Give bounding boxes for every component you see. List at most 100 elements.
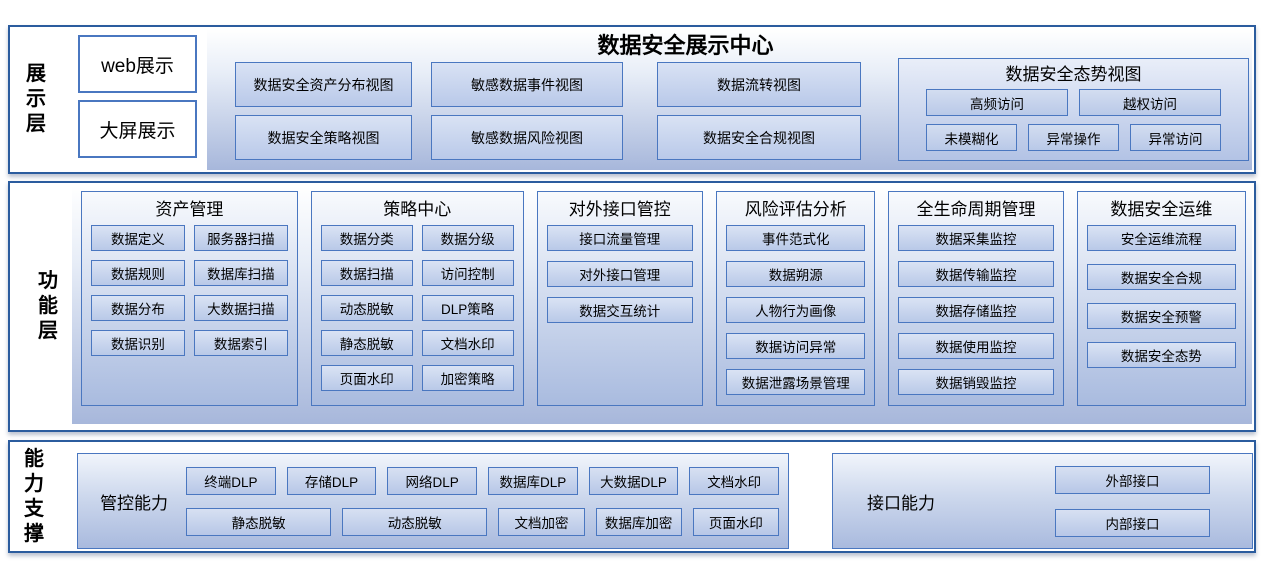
panel-security-operations: 数据安全运维 安全运维流程数据安全合规数据安全预警数据安全态势 xyxy=(1076,191,1246,406)
panel-risk-assessment: 风险评估分析 事件范式化数据朔源人物行为画像数据访问异常数据泄露场景管理 xyxy=(715,191,876,406)
display-layer-band: 展示层 web展示 大屏展示 数据安全展示中心 数据安全资产分布视图数据安全策略… xyxy=(8,25,1256,174)
view-box: 敏感数据事件视图 xyxy=(431,62,623,107)
function-box: 数据存储监控 xyxy=(898,297,1054,323)
situation-row-1: 高频访问越权访问 xyxy=(926,89,1221,116)
function-box: 接口流量管理 xyxy=(546,225,693,251)
function-panel: 资产管理 数据定义服务器扫描数据规则数据库扫描数据分布大数据扫描数据识别数据索引… xyxy=(72,186,1252,424)
function-box: 数据访问异常 xyxy=(725,333,866,359)
panel-title: 数据安全运维 xyxy=(1110,200,1213,219)
function-box: 服务器扫描 xyxy=(193,225,288,251)
view-box: 数据安全资产分布视图 xyxy=(235,62,412,107)
display-panel: 数据安全展示中心 数据安全资产分布视图数据安全策略视图 敏感数据事件视图敏感数据… xyxy=(207,29,1252,170)
function-box: 数据销毁监控 xyxy=(898,369,1054,395)
function-box: 页面水印 xyxy=(320,365,413,391)
situation-row-2: 未模糊化异常操作异常访问 xyxy=(926,124,1221,151)
view-box: 数据安全策略视图 xyxy=(235,115,412,160)
function-box: 数据规则 xyxy=(91,260,185,286)
panel-title: 资产管理 xyxy=(155,200,224,219)
function-box: 访问控制 xyxy=(421,260,514,286)
function-box: 数据泄露场景管理 xyxy=(725,369,866,395)
function-box: 数据库扫描 xyxy=(193,260,288,286)
panel-items: 接口流量管理对外接口管理数据交互统计 xyxy=(546,225,693,323)
interface-items: 外部接口内部接口 xyxy=(1055,465,1210,537)
function-box: 安全运维流程 xyxy=(1086,225,1236,251)
view-box: 敏感数据风险视图 xyxy=(431,115,623,160)
panel-external-interface-control: 对外接口管控 接口流量管理对外接口管理数据交互统计 xyxy=(536,191,703,406)
interface-capability-panel: 接口能力 外部接口内部接口 xyxy=(832,453,1253,549)
function-box: 数据识别 xyxy=(91,330,185,356)
situation-box: 异常访问 xyxy=(1130,124,1221,151)
page-title: 数据安全展示中心 xyxy=(597,33,774,58)
panel-lifecycle-management: 全生命周期管理 数据采集监控数据传输监控数据存储监控数据使用监控数据销毁监控 xyxy=(888,191,1064,406)
function-box: 数据朔源 xyxy=(725,261,866,287)
situation-panel: 数据安全态势视图 高频访问越权访问 未模糊化异常操作异常访问 xyxy=(898,58,1249,161)
function-box: 人物行为画像 xyxy=(725,297,866,323)
view-column-1: 数据安全资产分布视图数据安全策略视图 xyxy=(235,62,412,161)
interface-box: 外部接口 xyxy=(1055,465,1210,494)
capability-box: 大数据DLP xyxy=(588,466,679,495)
function-layer-label: 功能层 xyxy=(38,270,58,342)
capability-layer-label: 能力支撑 xyxy=(24,447,44,545)
display-layer-label: 展示层 xyxy=(26,63,46,135)
function-box: 数据分类 xyxy=(320,225,413,251)
web-display-box: web展示 xyxy=(78,35,197,93)
view-box: 数据安全合规视图 xyxy=(657,115,861,160)
panel-title: 风险评估分析 xyxy=(744,200,847,219)
function-box: 数据索引 xyxy=(193,330,288,356)
view-column-3: 数据流转视图数据安全合规视图 xyxy=(657,62,861,161)
function-box: 文档水印 xyxy=(421,330,514,356)
capability-box: 页面水印 xyxy=(692,507,779,536)
function-box: 数据分级 xyxy=(421,225,514,251)
function-layer-band: 功能层 资产管理 数据定义服务器扫描数据规则数据库扫描数据分布大数据扫描数据识别… xyxy=(8,181,1256,432)
display-layer-label-wrap: 展示层 xyxy=(24,27,48,172)
function-box: 数据传输监控 xyxy=(898,261,1054,287)
function-box: 加密策略 xyxy=(421,365,514,391)
panel-asset-management: 资产管理 数据定义服务器扫描数据规则数据库扫描数据分布大数据扫描数据识别数据索引 xyxy=(81,191,298,406)
function-box: 数据安全态势 xyxy=(1086,342,1236,368)
function-box: 数据使用监控 xyxy=(898,333,1054,359)
function-box: 数据安全合规 xyxy=(1086,264,1236,290)
function-box: 数据扫描 xyxy=(320,260,413,286)
view-box: 数据流转视图 xyxy=(657,62,861,107)
control-capability-title: 管控能力 xyxy=(100,493,168,513)
function-layer-label-wrap: 功能层 xyxy=(36,183,60,430)
capability-box: 网络DLP xyxy=(387,466,478,495)
function-box: 数据交互统计 xyxy=(546,297,693,323)
display-modes: web展示 大屏展示 xyxy=(78,35,197,158)
function-box: 数据安全预警 xyxy=(1086,303,1236,329)
capability-box: 数据库DLP xyxy=(488,466,578,495)
function-box: 数据采集监控 xyxy=(898,225,1054,251)
capability-box: 文档加密 xyxy=(498,507,585,536)
capability-box: 文档水印 xyxy=(689,466,780,495)
views-row: 数据安全资产分布视图数据安全策略视图 敏感数据事件视图敏感数据风险视图 数据流转… xyxy=(207,58,1252,161)
big-screen-display-box: 大屏展示 xyxy=(78,100,197,158)
panel-title: 策略中心 xyxy=(383,200,452,219)
view-column-2: 敏感数据事件视图敏感数据风险视图 xyxy=(431,62,623,161)
interface-capability-title: 接口能力 xyxy=(867,493,935,513)
situation-panel-title: 数据安全态势视图 xyxy=(1005,65,1142,84)
situation-box: 异常操作 xyxy=(1028,124,1119,151)
capability-box: 存储DLP xyxy=(286,466,377,495)
function-box: DLP策略 xyxy=(421,295,514,321)
function-box: 大数据扫描 xyxy=(193,295,288,321)
panel-items: 事件范式化数据朔源人物行为画像数据访问异常数据泄露场景管理 xyxy=(725,225,866,395)
capability-box: 动态脱敏 xyxy=(342,507,488,536)
capability-box: 静态脱敏 xyxy=(186,507,332,536)
function-box: 数据定义 xyxy=(91,225,185,251)
function-box: 静态脱敏 xyxy=(320,330,413,356)
capability-box: 数据库加密 xyxy=(595,507,682,536)
panel-items: 数据定义服务器扫描数据规则数据库扫描数据分布大数据扫描数据识别数据索引 xyxy=(91,225,288,356)
function-box: 事件范式化 xyxy=(725,225,866,251)
panel-title: 对外接口管控 xyxy=(568,200,671,219)
control-row-2: 静态脱敏动态脱敏文档加密数据库加密页面水印 xyxy=(186,507,779,536)
function-box: 对外接口管理 xyxy=(546,261,693,287)
panel-items: 数据采集监控数据传输监控数据存储监控数据使用监控数据销毁监控 xyxy=(898,225,1054,395)
interface-box: 内部接口 xyxy=(1055,508,1210,537)
panel-title: 全生命周期管理 xyxy=(916,200,1036,219)
